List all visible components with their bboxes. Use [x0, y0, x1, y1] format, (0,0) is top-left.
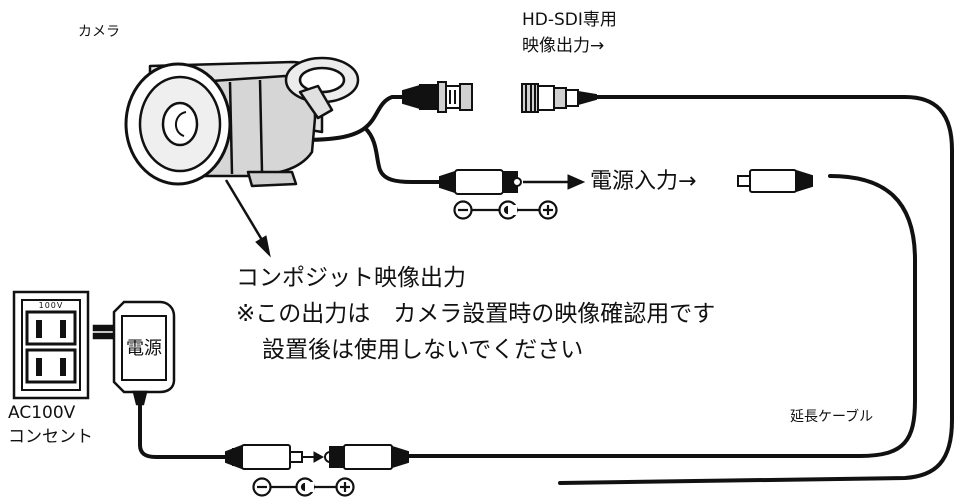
extension-cable-label: 延長ケーブル — [790, 409, 874, 425]
bnc-female-connector — [402, 81, 473, 113]
camera-illustration — [124, 56, 360, 188]
composite-output-title: コンポジット映像出力 — [236, 265, 466, 291]
camera-lens — [161, 101, 199, 147]
polarity-symbol-bottom — [252, 477, 355, 497]
composite-output-arrow — [224, 179, 271, 258]
extension-dc-jack-bottom — [324, 444, 409, 470]
power-input-arrow — [523, 174, 586, 190]
adapter-dc-plug — [225, 444, 303, 470]
outlet-label-line1: AC100V — [8, 403, 76, 423]
adapter-output-cable — [138, 380, 232, 459]
outlet-rating-label: 100V — [38, 301, 64, 310]
cables — [138, 95, 954, 485]
extension-dc-plug-top — [737, 169, 813, 193]
camera-pigtail-power-cable — [363, 126, 447, 184]
camera-mount-tab — [246, 170, 298, 188]
outlet-label-line2: コンセント — [8, 427, 93, 447]
adapter-label: 電源 — [126, 338, 162, 359]
extension-video-cable — [558, 95, 954, 485]
composite-output-note-1: ※この出力は カメラ設置時の映像確認用です — [236, 301, 716, 327]
bottom-connection-arrow — [303, 451, 325, 463]
composite-output-note-2: 設置後は使用しないでください — [262, 337, 584, 363]
power-adapter — [92, 300, 176, 406]
hd-sdi-label-line1: HD-SDI専用 — [522, 10, 617, 30]
hd-sdi-label-line2: 映像出力→ — [522, 36, 605, 56]
power-input-label: 電源入力→ — [590, 169, 697, 194]
bnc-male-connector — [521, 83, 597, 113]
camera-label: カメラ — [78, 24, 120, 40]
extension-power-cable — [403, 174, 917, 458]
camera-dc-jack — [439, 169, 522, 195]
wall-outlet — [12, 290, 90, 400]
polarity-symbol-top — [453, 200, 558, 220]
